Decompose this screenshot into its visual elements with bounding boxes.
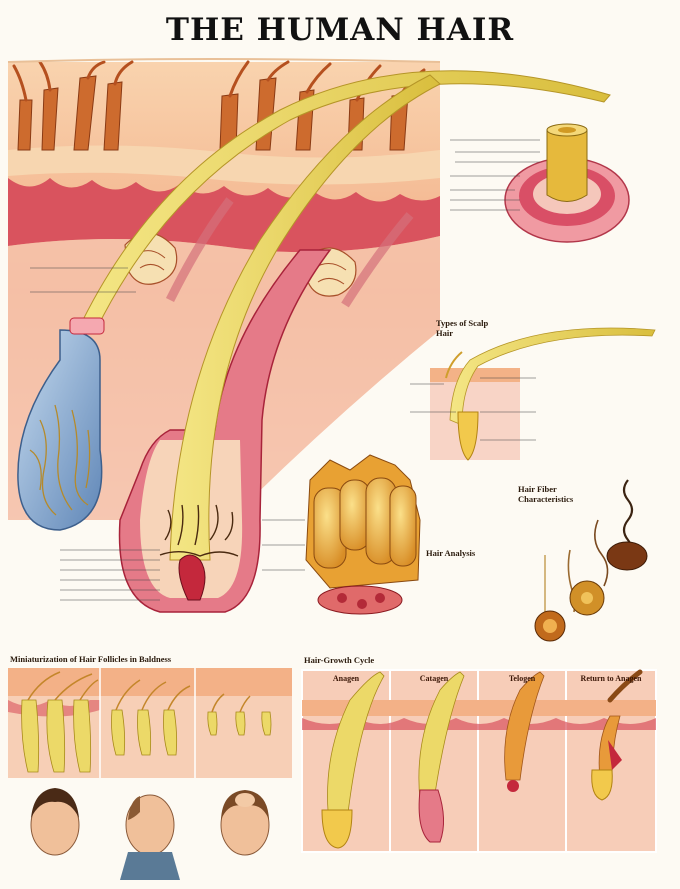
hair-shaft-cross-section: [450, 123, 630, 243]
types-of-scalp-hair-label: Types of Scalp Hair: [436, 318, 489, 338]
poster-title: THE HUMAN HAIR: [165, 12, 515, 48]
label-leader-lines: [30, 267, 305, 601]
hair-fiber-shapes: [534, 479, 648, 642]
stage-return-to-anagen-label: Return to Anagen: [580, 674, 642, 683]
stage-telogen-label: Telogen: [508, 674, 536, 683]
skin-cross-section: [7, 58, 611, 613]
miniaturization-label: Miniaturization of Hair Follicles in Bal…: [10, 654, 172, 664]
growth-cycle-label: Hair-Growth Cycle: [304, 655, 375, 665]
stage-anagen-label: Anagen: [332, 674, 360, 683]
types-of-scalp-hair-inset: [410, 327, 656, 461]
stage-catagen-label: Catagen: [419, 674, 449, 683]
miniaturization-panel: [8, 668, 292, 778]
baldness-heads: [30, 788, 270, 880]
hair-analysis-label: Hair Analysis: [426, 548, 476, 558]
hair-analysis-cells: [305, 454, 421, 615]
hair-fiber-characteristics-label: Hair Fiber Characteristics: [518, 484, 574, 504]
growth-cycle-panel: [301, 669, 657, 853]
